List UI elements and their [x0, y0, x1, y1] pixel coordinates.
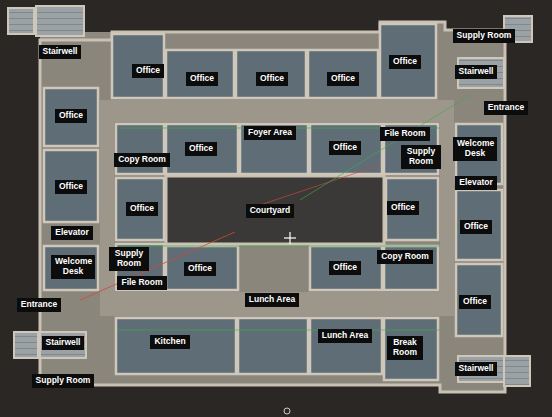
room-label: Office: [329, 141, 361, 155]
room-name: Office: [463, 297, 487, 307]
view-lines: [80, 95, 470, 330]
room-name: Entrance: [488, 103, 524, 113]
room-label: Office: [459, 295, 491, 309]
room-name: Office: [260, 74, 284, 84]
room-name: Supply Room: [457, 31, 512, 41]
room-label: Copy Room: [377, 250, 433, 264]
rooms: [44, 24, 502, 380]
room-label: Office: [460, 220, 492, 234]
room-label: Stairwell: [455, 362, 498, 376]
room-name: Kitchen: [154, 337, 185, 347]
room-name: Entrance: [21, 300, 57, 310]
room-name: Supply Room: [405, 147, 437, 167]
room-label: Office: [185, 142, 217, 156]
room-label: Office: [126, 202, 158, 216]
room-label: Office: [186, 72, 218, 86]
room-label: Office: [329, 261, 361, 275]
room-name: Copy Room: [118, 155, 166, 165]
room-name: Supply Room: [36, 376, 91, 386]
room-label: Lunch Area: [318, 329, 372, 343]
room-name: Office: [59, 182, 83, 192]
corridors: [100, 100, 454, 316]
room-label: File Room: [117, 276, 166, 290]
room-label: Office: [132, 64, 164, 78]
room-label: Elevator: [455, 176, 497, 190]
room-label: Stairwell: [42, 336, 85, 350]
room-label: Stairwell: [39, 45, 82, 59]
room-name: Foyer Area: [248, 128, 292, 138]
room-label: Office: [327, 72, 359, 86]
room-label: Supply Room: [453, 29, 516, 43]
room-name: Elevator: [459, 178, 493, 188]
room-label: Copy Room: [114, 153, 170, 167]
room-label: Office: [55, 109, 87, 123]
room-name: Elevator: [55, 228, 89, 238]
room-label: Supply Room: [109, 247, 149, 271]
courtyard: [166, 176, 384, 244]
room-name: Stairwell: [43, 47, 78, 57]
room-name: Office: [333, 263, 357, 273]
room-name: Copy Room: [381, 252, 429, 262]
room-label: Lunch Area: [245, 293, 299, 307]
room-name: Office: [391, 203, 415, 213]
room-name: Office: [331, 74, 355, 84]
room-name: Office: [333, 143, 357, 153]
room-label: Kitchen: [150, 335, 189, 349]
room-label: Welcome Desk: [453, 137, 497, 161]
room-label: Welcome Desk: [51, 255, 95, 279]
room-name: Office: [130, 204, 154, 214]
room-name: Office: [393, 57, 417, 67]
room-name: Office: [189, 144, 213, 154]
room-label: Entrance: [17, 298, 61, 312]
footprint: [40, 22, 505, 392]
room-name: Supply Room: [113, 249, 145, 269]
room-label: Elevator: [51, 226, 93, 240]
room-name: Stairwell: [46, 338, 81, 348]
room-name: File Room: [121, 278, 162, 288]
room-name: Stairwell: [459, 67, 494, 77]
room-label: Office: [55, 180, 87, 194]
room-name: Office: [464, 222, 488, 232]
room-label: Office: [387, 201, 419, 215]
room-label: Courtyard: [246, 204, 295, 218]
room-name: Lunch Area: [249, 295, 295, 305]
room-label: Supply Room: [32, 374, 95, 388]
room-name: File Room: [384, 129, 425, 139]
room-label: Supply Room: [401, 145, 441, 169]
compass-dot: [284, 408, 290, 414]
room-name: Break Room: [391, 338, 419, 358]
room-name: Office: [59, 111, 83, 121]
room-label: Office: [184, 262, 216, 276]
room-name: Office: [188, 264, 212, 274]
room-label: File Room: [380, 127, 429, 141]
room-label: Stairwell: [455, 65, 498, 79]
room-name: Lunch Area: [322, 331, 368, 341]
room-label: Office: [389, 55, 421, 69]
room-name: Welcome Desk: [457, 139, 493, 159]
room-label: Foyer Area: [244, 126, 296, 140]
room-name: Welcome Desk: [55, 257, 91, 277]
room-name: Courtyard: [250, 206, 291, 216]
room-name: Office: [136, 66, 160, 76]
stairwells: [8, 6, 532, 386]
crosshair: [284, 232, 296, 244]
room-label: Entrance: [484, 101, 528, 115]
room-label: Office: [256, 72, 288, 86]
room-name: Stairwell: [459, 364, 494, 374]
room-label: Break Room: [387, 336, 423, 360]
room-name: Office: [190, 74, 214, 84]
